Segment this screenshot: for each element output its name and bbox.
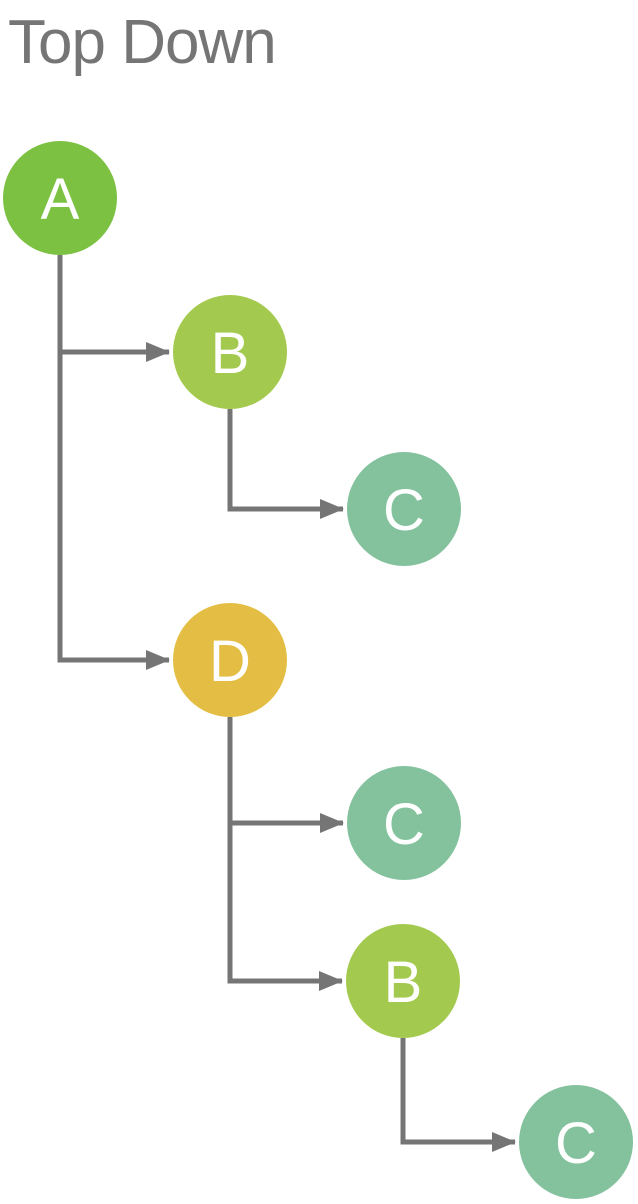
node-C2-label: C bbox=[383, 792, 425, 857]
edge-D-C2 bbox=[227, 717, 344, 833]
node-C1: C bbox=[347, 452, 461, 566]
node-B2: B bbox=[346, 924, 460, 1038]
edge-B1-C1 bbox=[227, 409, 344, 519]
edge-A-B1 bbox=[57, 255, 170, 362]
node-C2-circle bbox=[347, 766, 461, 880]
node-A-circle bbox=[3, 141, 117, 255]
node-C1-label: C bbox=[383, 478, 425, 543]
node-D-label: D bbox=[209, 629, 251, 694]
node-B1: B bbox=[173, 295, 287, 409]
node-B2-circle bbox=[346, 924, 460, 1038]
node-B1-label: B bbox=[211, 321, 250, 386]
edge-B2-C3 bbox=[400, 1038, 516, 1152]
node-B1-circle bbox=[173, 295, 287, 409]
node-B2-label: B bbox=[384, 950, 423, 1015]
node-A: A bbox=[3, 141, 117, 255]
node-D: D bbox=[173, 603, 287, 717]
node-C2: C bbox=[347, 766, 461, 880]
node-D-circle bbox=[173, 603, 287, 717]
node-C1-circle bbox=[347, 452, 461, 566]
edge-D-B2 bbox=[227, 717, 343, 991]
node-A-label: A bbox=[41, 167, 80, 232]
node-C3: C bbox=[519, 1085, 633, 1199]
edge-A-D bbox=[57, 255, 170, 670]
node-C3-circle bbox=[519, 1085, 633, 1199]
node-C3-label: C bbox=[555, 1111, 597, 1176]
diagram-title: Top Down bbox=[8, 8, 277, 77]
